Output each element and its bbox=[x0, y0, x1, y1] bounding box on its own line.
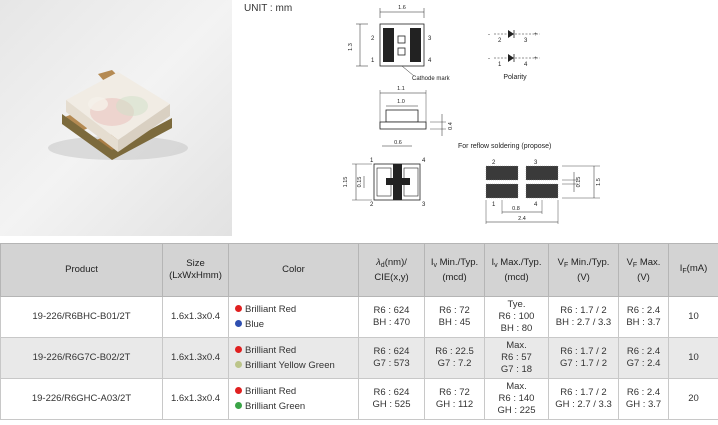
header-if: IF(mA) bbox=[668, 243, 718, 297]
header-iv-max: Iv Max./Typ.(mcd) bbox=[484, 243, 549, 297]
polarity-minus-top: - bbox=[488, 32, 490, 38]
header-size: Size(LxWxHmm) bbox=[162, 243, 229, 297]
pin-2-label: 2 bbox=[371, 36, 375, 42]
dim-reflow-gap: 0.8 bbox=[512, 206, 520, 212]
dim-side-inner: 1.0 bbox=[397, 99, 405, 105]
unit-label: UNIT : mm bbox=[244, 3, 293, 14]
polarity-label: Polarity bbox=[503, 74, 527, 81]
bottom-pin-3: 3 bbox=[422, 202, 426, 208]
pin-4-label: 4 bbox=[428, 58, 432, 64]
bottom-view-drawing: 0.6 1.15 0.15 1 2 4 3 bbox=[343, 140, 426, 208]
bottom-pin-1: 1 bbox=[370, 158, 374, 164]
header-product: Product bbox=[0, 243, 163, 297]
polarity-pin-4: 4 bbox=[524, 62, 528, 68]
table-row: 19-226/R6G7C-B02/2T 1.6x1.3x0.4 Brillian… bbox=[0, 337, 718, 379]
red-dot-icon bbox=[235, 387, 242, 394]
top-view-drawing: 1.6 1.3 2 1 3 4 Cathode mark bbox=[348, 5, 451, 82]
polarity-minus-bottom: - bbox=[488, 56, 490, 62]
cell-color: Brilliant Red Brilliant Green bbox=[228, 378, 359, 420]
polarity-plus-bottom: + bbox=[534, 56, 538, 62]
header-wavelength: λd(nm)/CIE(x,y) bbox=[358, 243, 425, 297]
reflow-pin-4: 4 bbox=[534, 202, 538, 208]
pin-1-label: 1 bbox=[371, 58, 375, 64]
cell-product: 19-226/R6G7C-B02/2T bbox=[0, 337, 163, 379]
header-vf-max: VF Max.(V) bbox=[618, 243, 669, 297]
reflow-pin-1: 1 bbox=[492, 202, 496, 208]
pin-3-label: 3 bbox=[428, 36, 432, 42]
red-dot-icon bbox=[235, 305, 242, 312]
cell-if: 20 bbox=[668, 378, 718, 420]
header-iv-min: Iv Min./Typ.(mcd) bbox=[424, 243, 485, 297]
red-dot-icon bbox=[235, 346, 242, 353]
table-header-row: Product Size(LxWxHmm) Color λd(nm)/CIE(x… bbox=[0, 243, 718, 297]
dim-width: 1.6 bbox=[398, 5, 406, 11]
header-color: Color bbox=[228, 243, 359, 297]
table-row: 19-226/R6BHC-B01/2T 1.6x1.3x0.4 Brillian… bbox=[0, 296, 718, 338]
dim-side-height: 0.4 bbox=[448, 122, 454, 130]
bottom-pin-2: 2 bbox=[370, 202, 374, 208]
green-dot-icon bbox=[235, 402, 242, 409]
cell-size: 1.6x1.3x0.4 bbox=[162, 378, 229, 420]
reflow-pin-3: 3 bbox=[534, 160, 538, 166]
dim-reflow-inner: 0.15 bbox=[576, 177, 582, 188]
polarity-plus-top: + bbox=[534, 32, 538, 38]
cathode-mark-label: Cathode mark bbox=[412, 76, 451, 82]
dim-bottom-top: 0.6 bbox=[394, 140, 402, 146]
cell-color: Brilliant Red Blue bbox=[228, 296, 359, 338]
reflow-footprint-drawing: 2 3 1 4 0.15 1.5 0.8 2.4 bbox=[485, 160, 602, 224]
polarity-pin-2: 2 bbox=[498, 38, 502, 44]
cell-if: 10 bbox=[668, 296, 718, 338]
yellow-green-dot-icon bbox=[235, 361, 242, 368]
cell-color: Brilliant Red Brilliant Yellow Green bbox=[228, 337, 359, 379]
cell-size: 1.6x1.3x0.4 bbox=[162, 296, 229, 338]
cell-size: 1.6x1.3x0.4 bbox=[162, 337, 229, 379]
technical-drawings: 1.6 1.3 2 1 3 4 Cathode mark - + - + 2 3… bbox=[343, 5, 602, 224]
cell-if: 10 bbox=[668, 337, 718, 379]
polarity-drawing: - + - + 2 3 1 4 Polarity bbox=[488, 30, 540, 81]
cell-product: 19-226/R6BHC-B01/2T bbox=[0, 296, 163, 338]
polarity-pin-3: 3 bbox=[524, 38, 528, 44]
header-vf-min: VF Min./Typ.(V) bbox=[548, 243, 619, 297]
blue-dot-icon bbox=[235, 320, 242, 327]
side-view-drawing: 1.1 1.0 0.4 bbox=[379, 86, 454, 136]
product-photo bbox=[0, 0, 232, 236]
dim-bottom-outer: 1.15 bbox=[343, 177, 349, 188]
polarity-pin-1: 1 bbox=[498, 62, 502, 68]
reflow-title: For reflow soldering (propose) bbox=[458, 143, 551, 150]
led-package-image bbox=[48, 70, 188, 160]
dim-side-outer: 1.1 bbox=[397, 86, 405, 92]
bottom-pin-4: 4 bbox=[422, 158, 426, 164]
dim-height: 1.3 bbox=[348, 43, 354, 51]
spec-table: Product Size(LxWxHmm) Color λd(nm)/CIE(x… bbox=[0, 243, 718, 420]
table-row: 19-226/R6GHC-A03/2T 1.6x1.3x0.4 Brillian… bbox=[0, 378, 718, 420]
dim-bottom-inner: 0.15 bbox=[357, 177, 363, 188]
cell-product: 19-226/R6GHC-A03/2T bbox=[0, 378, 163, 420]
dim-reflow-outer: 1.5 bbox=[596, 178, 602, 186]
reflow-pin-2: 2 bbox=[492, 160, 496, 166]
dim-reflow-total: 2.4 bbox=[518, 216, 526, 222]
